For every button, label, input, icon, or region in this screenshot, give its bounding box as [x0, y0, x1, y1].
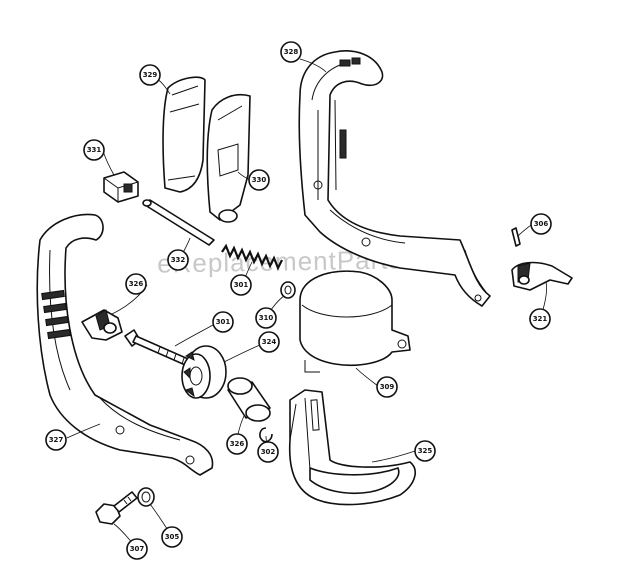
callout-331[interactable]: 331: [83, 139, 105, 161]
callout-label: 330: [252, 176, 267, 184]
callout-329[interactable]: 329: [139, 64, 161, 86]
callout-328[interactable]: 328: [280, 41, 302, 63]
callout-325[interactable]: 325: [414, 440, 436, 462]
part-329-side-plate[interactable]: [162, 76, 206, 193]
callout-label: 309: [380, 383, 395, 391]
callout-label: 326: [129, 280, 144, 288]
part-324-gear-nut[interactable]: [181, 345, 227, 399]
part-331-switch-block[interactable]: [103, 171, 139, 203]
callout-302[interactable]: 302: [257, 441, 279, 463]
callout-330[interactable]: 330: [248, 169, 270, 191]
callout-321[interactable]: 321: [529, 308, 551, 330]
callout-label: 305: [165, 533, 180, 541]
part-321-latch-lever[interactable]: [511, 261, 573, 291]
callout-326-sleeve[interactable]: 326: [226, 433, 248, 455]
callout-326-knob[interactable]: 326: [125, 273, 147, 295]
callout-301-spring[interactable]: 301: [230, 274, 252, 296]
callout-label: 310: [259, 314, 274, 322]
callout-label: 331: [87, 146, 102, 154]
callout-327[interactable]: 327: [45, 429, 67, 451]
callout-301-bolt[interactable]: 301: [212, 311, 234, 333]
part-310-washer[interactable]: [280, 281, 296, 299]
callouts: 328 329 330 331 332 301 326 327 301 324 …: [45, 41, 552, 560]
part-301-spring[interactable]: [221, 243, 283, 271]
part-326-sleeve[interactable]: [227, 377, 271, 422]
callout-label: 324: [262, 338, 277, 346]
part-325-base-bracket[interactable]: [288, 389, 416, 506]
callout-label: 327: [49, 436, 64, 444]
part-309-clamp-band[interactable]: [299, 270, 411, 373]
part-328-upper-housing[interactable]: [298, 50, 491, 307]
callout-label: 306: [534, 220, 549, 228]
part-326-knob-lever[interactable]: [81, 309, 123, 341]
part-302-clip[interactable]: [259, 427, 273, 443]
part-330-side-frame[interactable]: [206, 94, 251, 223]
callout-label: 326: [230, 440, 245, 448]
callout-310[interactable]: 310: [255, 307, 277, 329]
part-327-left-handle[interactable]: [36, 213, 214, 476]
callout-label: 328: [284, 48, 299, 56]
callout-label: 307: [130, 545, 145, 553]
part-305-washer[interactable]: [137, 487, 155, 507]
callout-306[interactable]: 306: [530, 213, 552, 235]
callout-label: 321: [533, 315, 548, 323]
callout-309[interactable]: 309: [376, 376, 398, 398]
part-306-small-pin[interactable]: [511, 227, 521, 247]
callout-label: 325: [418, 447, 433, 455]
callout-332[interactable]: 332: [167, 249, 189, 271]
part-307-hex-bolt[interactable]: [95, 491, 138, 525]
callout-label: 332: [171, 256, 186, 264]
callout-label: 301: [234, 281, 249, 289]
callout-label: 302: [261, 448, 276, 456]
callout-307[interactable]: 307: [126, 538, 148, 560]
part-332-pivot-rod[interactable]: [142, 199, 215, 246]
callout-324[interactable]: 324: [258, 331, 280, 353]
callout-305[interactable]: 305: [161, 526, 183, 548]
callout-label: 329: [143, 71, 158, 79]
callout-label: 301: [216, 318, 231, 326]
